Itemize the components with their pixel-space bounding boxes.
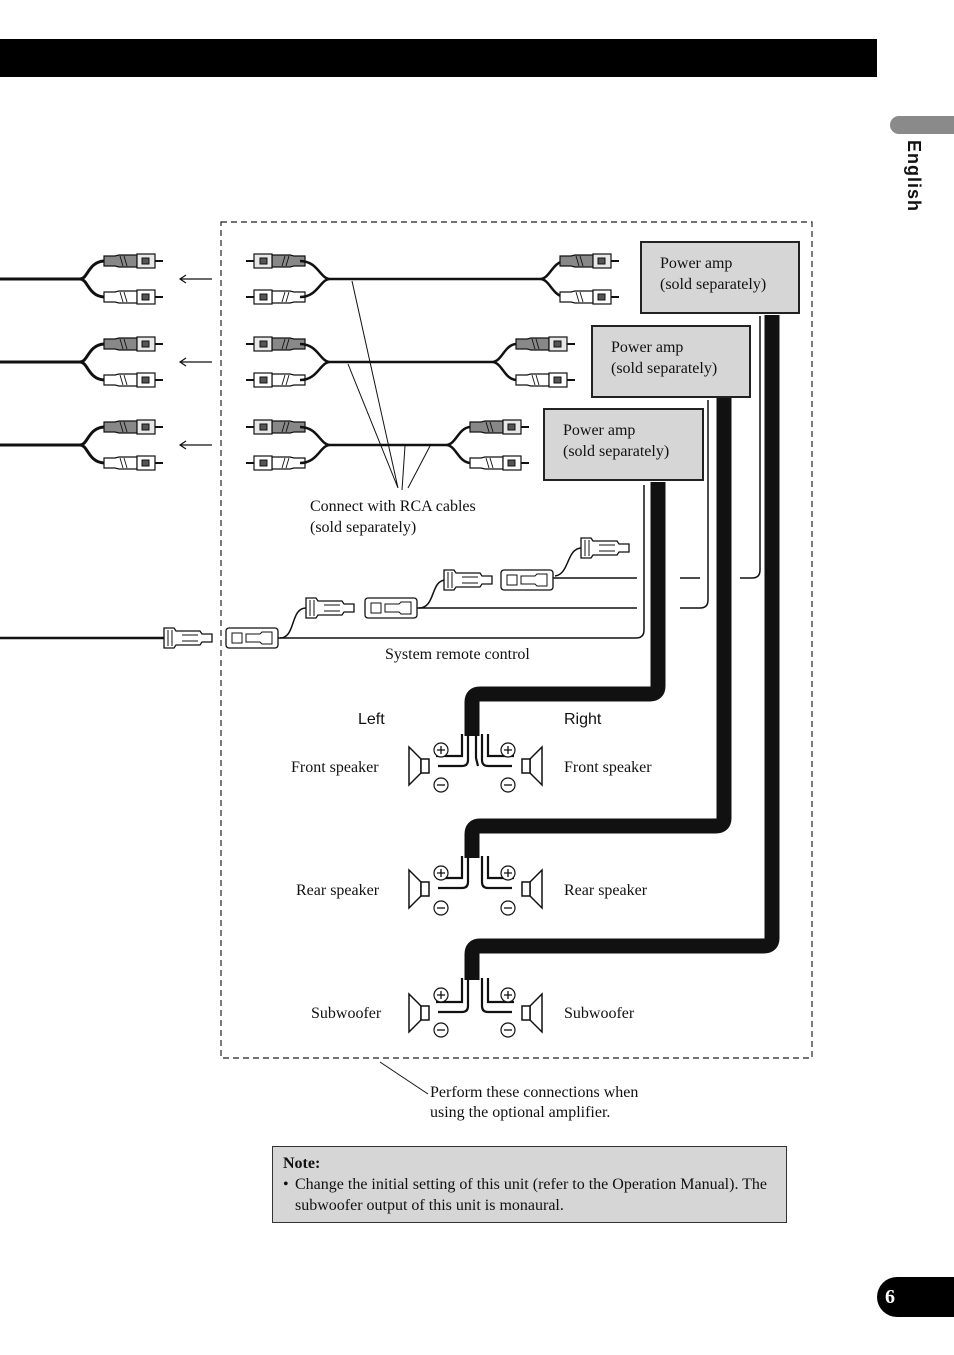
rear-right-speaker-icon [521,869,543,909]
header-bar [0,39,877,77]
note-box: Note: • Change the initial setting of th… [272,1146,787,1223]
note-text: Change the initial setting of this unit … [295,1176,768,1214]
rca-output-rear [0,336,164,388]
power-amp-label: Power amp [660,255,733,272]
power-amp-sublabel: (sold separately) [611,360,718,377]
remote-label: System remote control [385,646,530,663]
power-amp-label: Power amp [563,422,636,439]
system-remote-wiring [0,316,761,649]
connection-arrows [178,274,212,450]
power-amp-front: Power amp (sold separately) [640,241,800,314]
rear-speakers [408,856,543,916]
optional-note-line2: using the optional amplifier. [430,1104,611,1121]
speaker-cables [464,315,780,980]
subwoofers [408,978,543,1038]
rca-cables [245,253,620,491]
rca-cable-front [245,253,620,305]
optional-note-line1: Perform these connections when [430,1084,639,1101]
sub-left-label: Subwoofer [311,1005,382,1022]
language-label: English [904,140,924,213]
front-left-speaker-icon [408,746,430,786]
rca-cable-rear [245,336,576,388]
sub-right-speaker-icon [521,993,543,1033]
front-left-label: Front speaker [291,759,379,776]
left-channel-label: Left [358,711,385,728]
optional-callout-line [379,1061,429,1095]
rca-callout-lines [347,280,431,491]
note-title: Note: [283,1155,321,1172]
power-amp-sublabel: (sold separately) [660,276,767,293]
language-tab [890,116,954,134]
power-amp-sublabel: (sold separately) [563,443,670,460]
page-number: 6 [877,1277,954,1317]
rca-output-front [0,253,164,305]
power-amp-rear: Power amp (sold separately) [591,325,751,398]
rca-cable-sublabel: (sold separately) [310,519,417,536]
power-amp-label: Power amp [611,339,684,356]
front-right-label: Front speaker [564,759,652,776]
rear-right-label: Rear speaker [564,882,648,899]
unit-rca-outputs [0,253,212,471]
power-amp-sub: Power amp (sold separately) [543,408,704,481]
sub-right-label: Subwoofer [564,1005,635,1022]
right-channel-label: Right [564,711,602,728]
rear-left-label: Rear speaker [296,882,380,899]
note-bullet: • [283,1176,289,1193]
front-right-speaker-icon [521,746,543,786]
rca-output-sub [0,419,164,471]
sub-left-speaker-icon [408,993,430,1033]
rear-left-speaker-icon [408,869,430,909]
rca-cable-label: Connect with RCA cables [310,498,476,515]
optional-amp-region [220,221,813,1059]
front-speakers [408,734,543,793]
